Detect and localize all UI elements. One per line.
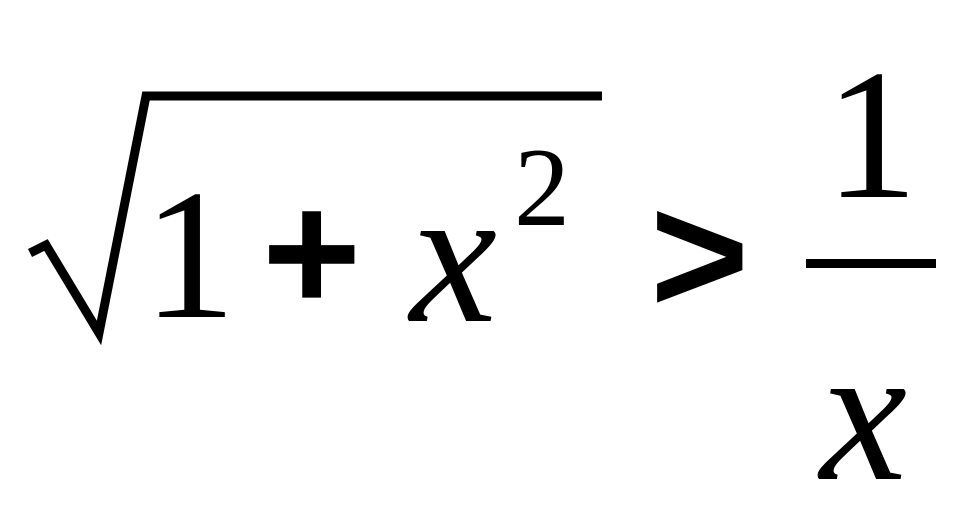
- fraction-numerator: 1: [825, 32, 918, 238]
- fraction-bar: [806, 259, 936, 268]
- variable-x: x: [410, 147, 497, 364]
- greater-than-sign: >: [650, 160, 750, 350]
- radicand-one: 1: [143, 152, 236, 358]
- plus-sign: +: [262, 158, 362, 348]
- exponent-two: 2: [514, 126, 570, 250]
- fraction-denominator: x: [820, 305, 907, 522]
